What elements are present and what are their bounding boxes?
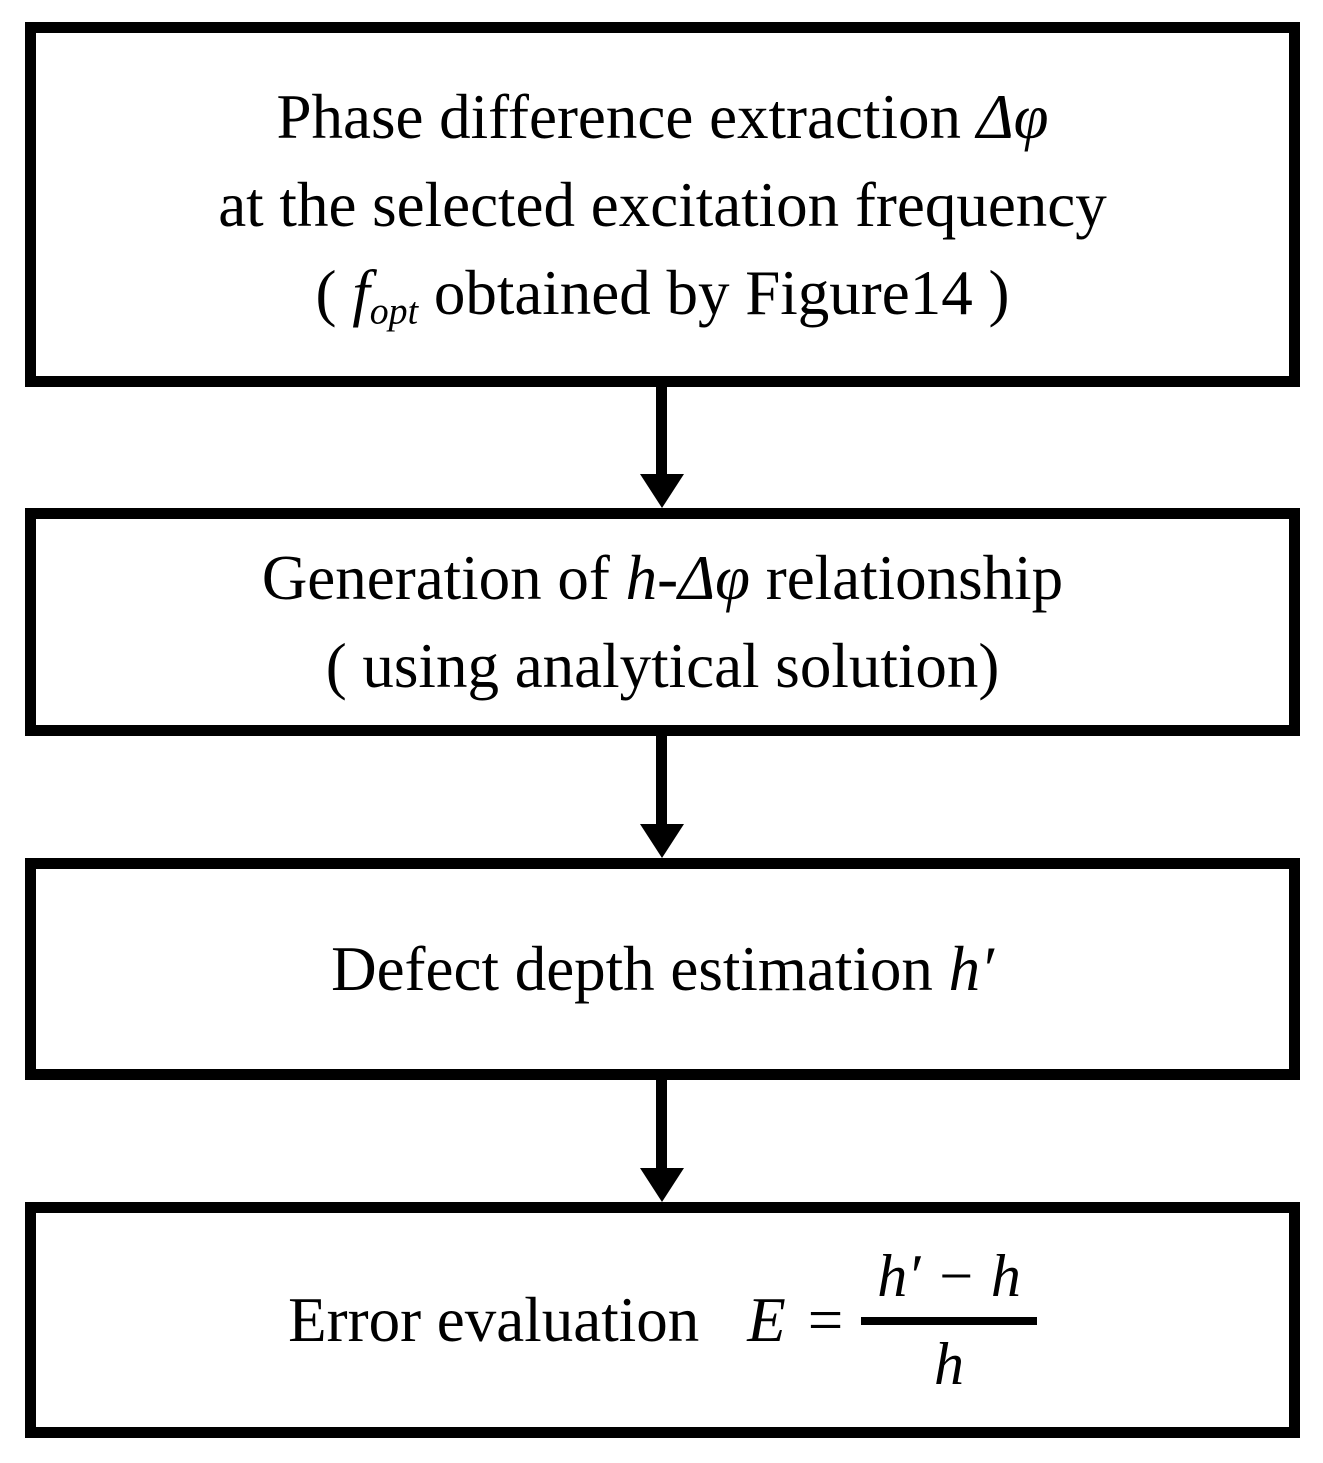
flowchart-box-h-dphi-relationship: Generation of h-Δφ relationship ( using … (25, 508, 1300, 736)
h-delta-phi-symbol: h-Δφ (625, 543, 750, 613)
box1-line2: at the selected excitation frequency (218, 161, 1107, 249)
error-evaluation-label: Error evaluation (288, 1284, 700, 1355)
box1-line1: Phase difference extraction Δφ (276, 73, 1048, 161)
delta-phi-symbol: Δφ (976, 81, 1049, 152)
arrow-head-icon (639, 824, 684, 858)
arrow-stem (656, 1080, 667, 1168)
equals-sign: = (807, 1284, 844, 1355)
box3-text: Defect depth estimation (331, 934, 949, 1004)
arrow-head-icon (639, 474, 684, 508)
down-arrow-connector-2 (0, 736, 1323, 858)
flowchart-box-defect-depth-estimation: Defect depth estimation h′ (25, 858, 1300, 1080)
error-fraction: h′ − h h (861, 1243, 1037, 1397)
error-evaluation-equation: Error evaluation E = h′ − h h (288, 1243, 1037, 1397)
arrow-head-icon (639, 1168, 684, 1202)
box2-line1: Generation of h-Δφ relationship (262, 534, 1063, 622)
arrow-stem (656, 736, 667, 824)
box1-line2-text: at the selected excitation frequency (218, 169, 1107, 240)
down-arrow-connector-1 (0, 387, 1323, 508)
arrow-stem (656, 387, 667, 474)
flowchart-box-error-evaluation: Error evaluation E = h′ − h h (25, 1202, 1300, 1438)
box2-line2-text: ( using analytical solution) (325, 631, 1000, 701)
error-symbol-E: E (747, 1284, 786, 1355)
fraction-numerator: h′ − h (861, 1243, 1037, 1325)
box1-line3-open-paren: ( (315, 257, 353, 328)
box1-line3-rest: obtained by Figure14 ) (418, 257, 1010, 328)
fraction-denominator: h (934, 1331, 965, 1397)
box2-line1-suffix: relationship (749, 543, 1064, 613)
box2-line2: ( using analytical solution) (326, 622, 1000, 710)
box1-line3: ( fopt obtained by Figure14 ) (316, 249, 1010, 337)
box1-line1-text: Phase difference extraction (276, 81, 977, 152)
flowchart-box-phase-difference-extraction: Phase difference extraction Δφ at the se… (25, 22, 1300, 387)
box3-line1: Defect depth estimation h′ (331, 925, 994, 1013)
f-opt-subscript: opt (369, 289, 419, 332)
f-opt-symbol: f (352, 257, 370, 328)
box2-line1-prefix: Generation of (261, 543, 626, 613)
h-prime-symbol: h′ (948, 934, 994, 1004)
down-arrow-connector-3 (0, 1080, 1323, 1202)
